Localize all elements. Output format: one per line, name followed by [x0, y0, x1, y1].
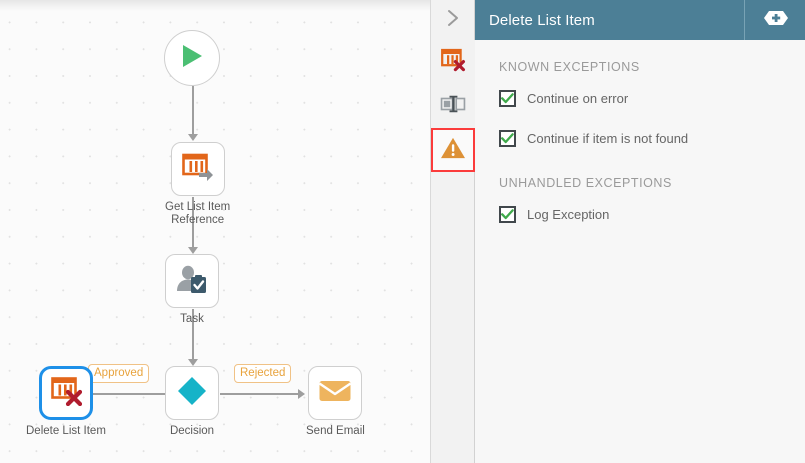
arrowhead-getitem — [187, 134, 198, 141]
connector-task-to-decision — [192, 309, 194, 364]
arrowhead-decision — [187, 359, 198, 366]
properties-panel: Delete List Item KNOWN EXCEPTIONS — [475, 0, 805, 463]
checkbox-continue-if-item-not-found[interactable] — [499, 130, 516, 147]
edge-label-rejected[interactable]: Rejected — [234, 364, 292, 383]
plus-badge-icon — [763, 10, 789, 31]
decision-node-label: Decision — [169, 425, 215, 437]
check-mark-icon — [501, 133, 514, 144]
add-button[interactable] — [744, 0, 805, 40]
get-list-item-node[interactable]: Get List Item Reference — [165, 142, 230, 227]
section-title-unhandled-exceptions: UNHANDLED EXCEPTIONS — [499, 176, 672, 190]
start-node-shape[interactable] — [164, 30, 220, 86]
chevron-right-icon — [445, 8, 461, 33]
delete-list-icon — [440, 48, 466, 77]
task-node[interactable]: Task — [165, 254, 219, 326]
connector-decision-to-delete — [83, 393, 165, 395]
collapse-panel-button[interactable] — [431, 0, 474, 40]
user-task-icon — [176, 264, 208, 299]
task-node-shape[interactable] — [165, 254, 219, 308]
decision-node-shape[interactable] — [165, 366, 219, 420]
section-title-known-exceptions: KNOWN EXCEPTIONS — [499, 60, 640, 74]
properties-panel-body: KNOWN EXCEPTIONS Continue on error Conti… — [475, 40, 805, 463]
get-list-item-node-label: Get List Item Reference — [165, 201, 231, 226]
delete-list-icon — [50, 376, 83, 411]
edge-label-approved[interactable]: Approved — [88, 364, 150, 383]
send-email-node[interactable]: Send Email — [306, 366, 365, 438]
arrowhead-email — [298, 388, 305, 399]
workflow-canvas[interactable]: Approved Rejected — [0, 0, 431, 463]
option-label-log-exception: Log Exception — [527, 207, 610, 222]
send-email-node-shape[interactable] — [308, 366, 363, 420]
checkbox-log-exception[interactable] — [499, 206, 516, 223]
rail-item-properties[interactable] — [430, 84, 475, 128]
option-label-continue-if-item-not-found: Continue if item is not found — [527, 131, 689, 146]
option-continue-on-error[interactable]: Continue on error — [499, 90, 805, 107]
get-list-item-node-shape[interactable] — [170, 142, 225, 196]
canvas-top-shade — [0, 0, 430, 11]
delete-list-item-node-shape[interactable] — [38, 366, 93, 420]
connector-decision-to-email — [220, 393, 302, 395]
panel-icon-rail — [430, 0, 475, 463]
rail-item-delete-list[interactable] — [430, 40, 475, 84]
delete-list-item-node-label: Delete List Item — [26, 425, 106, 437]
connector-start-to-getitem — [192, 86, 194, 136]
get-list-item-icon — [181, 152, 214, 187]
option-continue-if-item-not-found[interactable]: Continue if item is not found — [499, 130, 805, 147]
check-mark-icon — [501, 93, 514, 104]
start-node[interactable] — [164, 30, 220, 86]
envelope-icon — [318, 378, 352, 409]
option-log-exception[interactable]: Log Exception — [499, 206, 805, 223]
decision-node[interactable]: Decision — [165, 366, 219, 438]
delete-list-item-node[interactable]: Delete List Item — [26, 366, 106, 438]
connector-getitem-to-task — [192, 197, 194, 252]
properties-icon — [440, 93, 466, 120]
arrowhead-task — [187, 247, 198, 254]
check-mark-icon — [501, 209, 514, 220]
play-icon — [179, 42, 205, 75]
warning-triangle-icon — [440, 136, 466, 165]
diamond-icon — [176, 375, 208, 412]
checkbox-continue-on-error[interactable] — [499, 90, 516, 107]
send-email-node-label: Send Email — [306, 425, 365, 437]
panel-title: Delete List Item — [489, 11, 595, 29]
task-node-label: Task — [180, 313, 204, 325]
option-label-continue-on-error: Continue on error — [527, 91, 629, 106]
rail-item-exceptions[interactable] — [430, 128, 475, 172]
properties-panel-header: Delete List Item — [475, 0, 805, 40]
